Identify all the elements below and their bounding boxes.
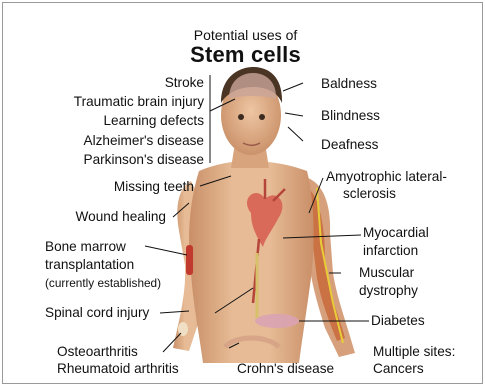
label-myocardial-2: infarction [363, 243, 418, 259]
label-wound-healing: Wound healing [76, 209, 166, 225]
label-spinal-cord-injury: Spinal cord injury [45, 305, 149, 321]
label-bone-marrow-1: Bone marrow [45, 239, 126, 255]
label-muscular-2: dystrophy [359, 283, 418, 299]
title-line-1: Potential uses of [3, 27, 483, 43]
label-learning-defects: Learning defects [74, 111, 204, 130]
label-crohns-disease: Crohn's disease [237, 361, 334, 377]
label-bone-marrow-3: (currently established) [45, 275, 161, 291]
label-missing-teeth: Missing teeth [114, 179, 194, 195]
label-bone-marrow-2: transplantation [45, 257, 134, 273]
label-deafness: Deafness [321, 137, 378, 153]
label-myocardial-1: Myocardial [363, 225, 429, 241]
label-diabetes: Diabetes [371, 313, 425, 329]
label-baldness: Baldness [321, 76, 377, 92]
label-stroke: Stroke [74, 73, 204, 92]
label-traumatic-brain-injury: Traumatic brain injury [74, 92, 204, 111]
label-blindness: Blindness [321, 108, 380, 124]
torso [189, 161, 314, 363]
label-multiple-sites: Multiple sites: [373, 344, 455, 360]
label-muscular-1: Muscular [359, 265, 414, 281]
bone-marrow [186, 245, 193, 275]
right-eye [259, 114, 265, 120]
brain-disease-list: Stroke Traumatic brain injury Learning d… [74, 73, 204, 169]
label-cancers: Cancers [373, 361, 424, 377]
left-eye [238, 114, 244, 120]
label-rheumatoid-arthritis: Rheumatoid arthritis [57, 361, 179, 377]
label-als-1: Amyotrophic lateral- [326, 169, 447, 185]
pancreas [255, 314, 299, 328]
title-line-2: Stem cells [3, 42, 483, 68]
label-als-2: sclerosis [343, 186, 396, 202]
label-alzheimers: Alzheimer's disease [74, 131, 204, 150]
label-osteoarthritis: Osteoarthritis [57, 344, 138, 360]
label-parkinsons: Parkinson's disease [74, 150, 204, 169]
